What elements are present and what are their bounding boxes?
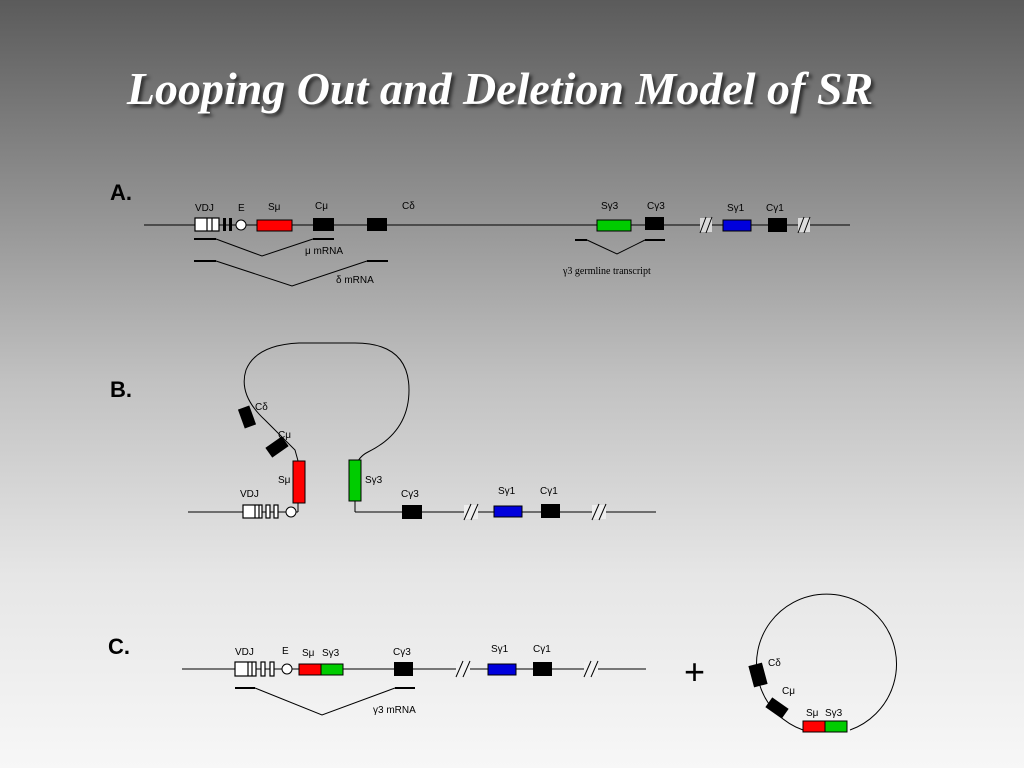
panel-b-vdj-label: VDJ xyxy=(240,489,259,500)
panel-a-cg3-label: Cγ3 xyxy=(647,201,665,212)
panel-c-break-mark-2 xyxy=(583,660,599,678)
panel-b-sg1-region xyxy=(493,505,523,518)
panel-a-sg1-label: Sγ1 xyxy=(727,203,745,214)
panel-a-mu-mrna-label: μ mRNA xyxy=(305,246,343,257)
panel-b-sg3-label: Sγ3 xyxy=(365,475,383,486)
panel-b-cg1-label: Cγ1 xyxy=(540,486,558,497)
panel-b-cg3-gene xyxy=(402,505,422,519)
panel-b-cmu-label: Cμ xyxy=(278,430,291,441)
plus-sign: + xyxy=(684,651,705,692)
panel-a-germline-locus: VDJ E Sμ Cμ Cδ Sγ3 Cγ3 Sγ1 Cγ1 μ mRNA δ … xyxy=(144,201,850,287)
section-label-b: B. xyxy=(110,377,132,402)
panel-b-vdj-segment xyxy=(242,504,279,519)
panel-c-circle-smu-region xyxy=(802,720,826,733)
panel-a-sg3-region xyxy=(596,219,632,232)
panel-c-smu-region xyxy=(298,663,322,676)
panel-b-cdelta-gene xyxy=(237,405,257,429)
panel-b-looped-locus: Cδ Cμ Sμ Sγ3 VDJ Cγ3 Sγ1 Cγ1 xyxy=(188,342,656,521)
panel-c-sg3-region xyxy=(320,663,344,676)
panel-b-break-mark-2 xyxy=(591,503,607,521)
panel-a-enhancer-e xyxy=(235,219,247,231)
panel-a-smu-region xyxy=(256,219,293,232)
panel-c-break-mark-1 xyxy=(455,660,471,678)
panel-a-break-mark-1 xyxy=(699,216,713,234)
panel-c-circle-cdelta-gene xyxy=(748,662,768,688)
panel-c-circle-sg3-region xyxy=(824,720,848,733)
panel-a-cg3-gene xyxy=(645,217,664,230)
panel-b-smu-region xyxy=(292,460,306,504)
panel-a-cg1-label: Cγ1 xyxy=(766,203,784,214)
panel-a-cdelta-gene xyxy=(367,218,387,231)
panel-c-smu-label: Sμ xyxy=(302,648,315,659)
section-label-a: A. xyxy=(110,180,132,205)
panel-c-circle-sg3-label: Sγ3 xyxy=(825,708,843,719)
section-label-c: C. xyxy=(108,634,130,659)
panel-c-vdj-label: VDJ xyxy=(235,647,254,658)
panel-c-circle-cdelta-label: Cδ xyxy=(768,658,781,669)
panel-b-cg3-label: Cγ3 xyxy=(401,489,419,500)
panel-b-dna-loop xyxy=(243,342,410,508)
panel-a-mu-mrna-splice xyxy=(194,238,334,257)
panel-c-sg3-label: Sγ3 xyxy=(322,648,340,659)
panel-b-cmu-gene xyxy=(265,436,289,458)
panel-c-circle-smu-label: Sμ xyxy=(806,708,819,719)
panel-c-cg1-gene xyxy=(533,662,552,676)
panel-a-delta-mrna-label: δ mRNA xyxy=(336,275,374,286)
panel-a-e-label: E xyxy=(238,203,245,214)
panel-c-cg3-gene xyxy=(394,662,413,676)
panel-a-vdj-segment xyxy=(194,217,232,232)
panel-c-circle-dna xyxy=(756,593,897,731)
panel-b-break-mark-1 xyxy=(463,503,479,521)
panel-c-excised-circle: Cδ Cμ Sμ Sγ3 xyxy=(748,593,897,733)
panel-c-e-label: E xyxy=(282,646,289,657)
panel-c-circle-cmu-label: Cμ xyxy=(782,686,795,697)
panel-a-break-mark-2 xyxy=(797,216,811,234)
slide-title: Looping Out and Deletion Model of SR xyxy=(126,63,874,114)
panel-b-enhancer xyxy=(285,506,297,518)
panel-c-cg3-label: Cγ3 xyxy=(393,647,411,658)
panel-a-smu-label: Sμ xyxy=(268,202,281,213)
panel-a-delta-mrna-splice xyxy=(194,260,388,287)
panel-b-sg1-label: Sγ1 xyxy=(498,486,516,497)
panel-a-g3-germline-splice xyxy=(575,239,665,255)
panel-a-cdelta-label: Cδ xyxy=(402,201,415,212)
panel-c-g3-mrna-label: γ3 mRNA xyxy=(373,705,416,716)
panel-a-cmu-label: Cμ xyxy=(315,201,328,212)
panel-b-smu-label: Sμ xyxy=(278,475,291,486)
panel-c-vdj-segment xyxy=(234,661,275,677)
panel-b-cdelta-label: Cδ xyxy=(255,402,268,413)
panel-a-cg1-gene xyxy=(768,218,787,232)
panel-c-circle-cmu-gene xyxy=(765,697,789,719)
panel-c-enhancer-e xyxy=(281,663,293,675)
panel-a-g3-germline-label: γ3 germline transcript xyxy=(562,266,651,277)
panel-c-sg1-label: Sγ1 xyxy=(491,644,509,655)
panel-a-vdj-label: VDJ xyxy=(195,203,214,214)
panel-c-cg1-label: Cγ1 xyxy=(533,644,551,655)
panel-a-sg3-label: Sγ3 xyxy=(601,201,619,212)
panel-c-sg1-region xyxy=(487,663,517,676)
panel-b-cg1-gene xyxy=(541,504,560,518)
panel-c-g3-mrna-splice xyxy=(235,687,415,716)
panel-b-sg3-region xyxy=(348,459,362,502)
panel-a-cmu-gene xyxy=(313,218,334,231)
panel-c-switched-locus: VDJ E Sμ Sγ3 Cγ3 Sγ1 Cγ1 γ3 mRNA + xyxy=(182,644,705,716)
panel-a-sg1-region xyxy=(722,219,752,232)
